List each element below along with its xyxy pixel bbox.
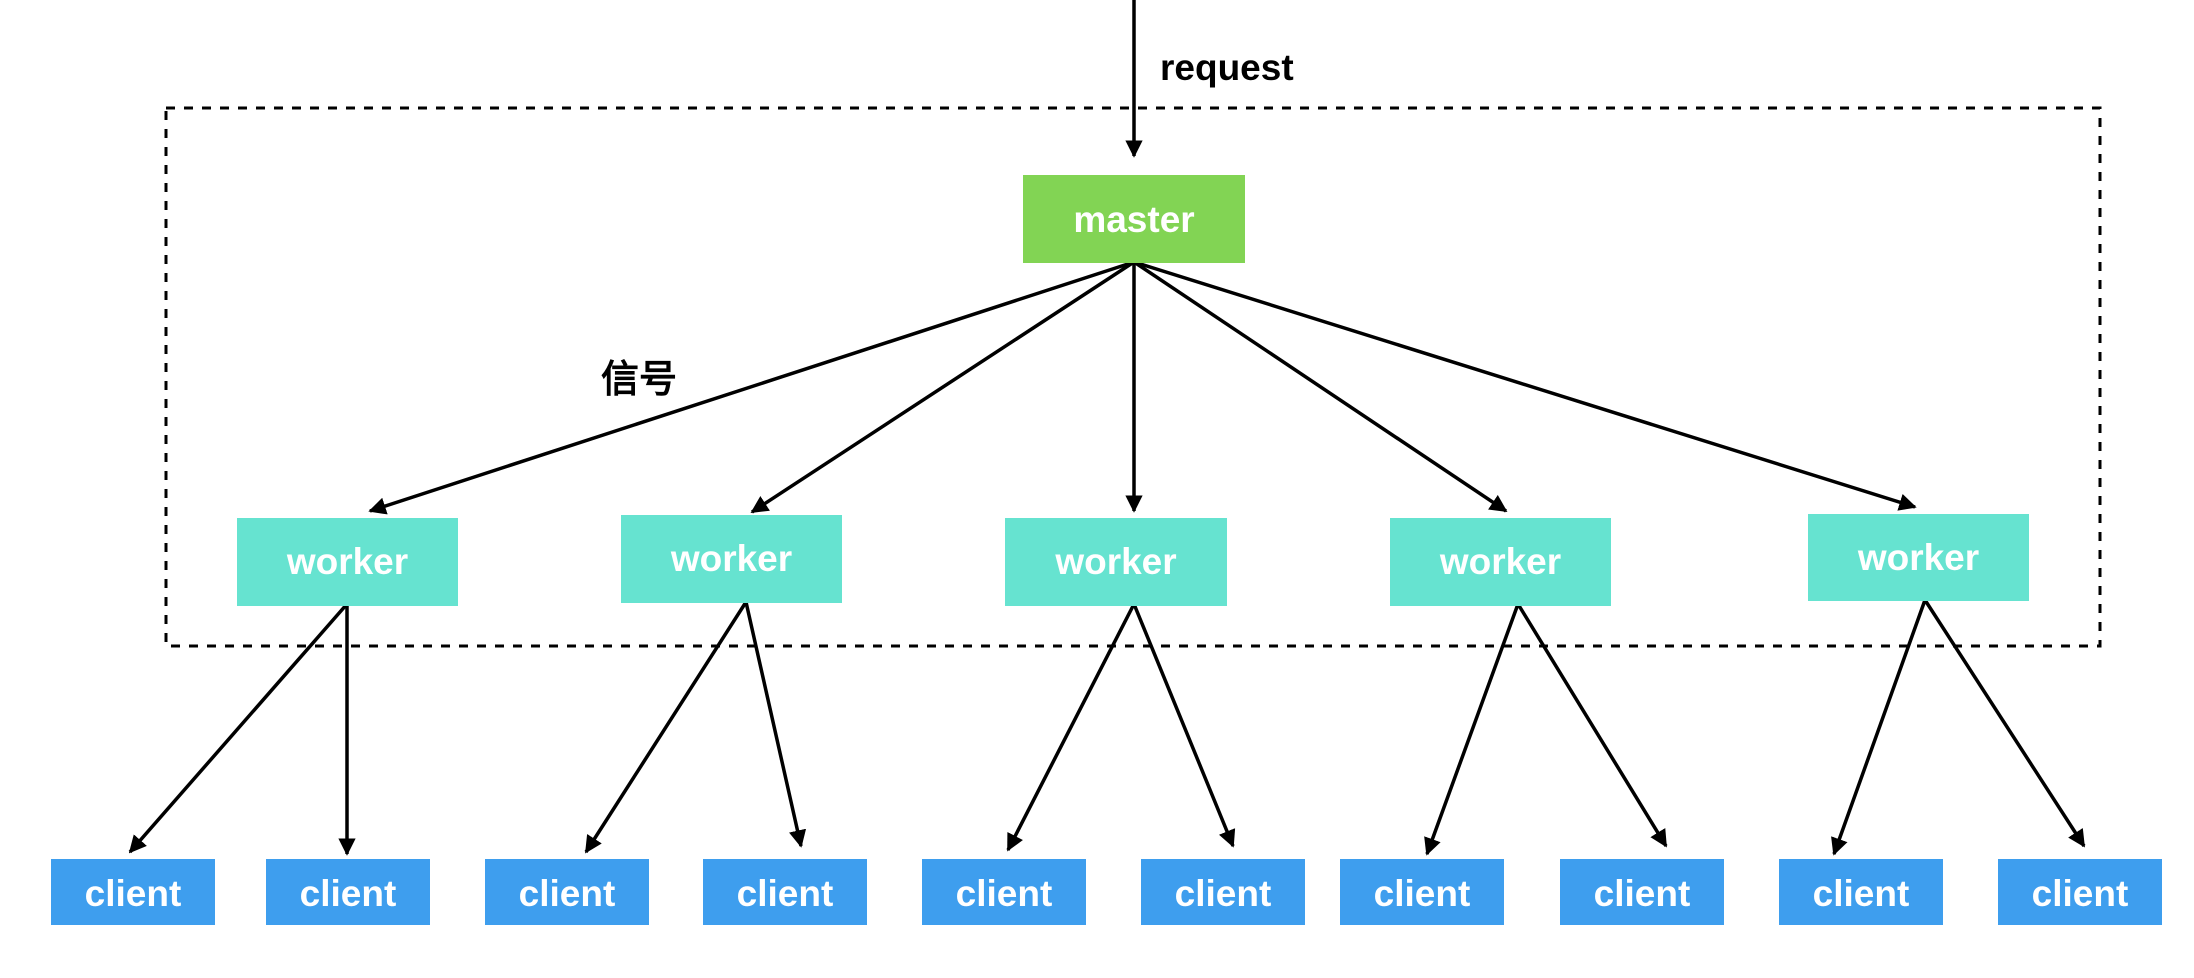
worker-node-3: worker	[1005, 518, 1227, 606]
client-node-10: client	[1998, 859, 2162, 925]
worker-node-4: worker	[1390, 518, 1611, 606]
client-box	[266, 859, 430, 925]
worker-client-arrow	[128, 602, 349, 854]
client-box	[1998, 859, 2162, 925]
worker-node-2: worker	[621, 515, 842, 603]
worker-label: worker	[670, 538, 792, 579]
signal-arrow-worker-5	[1133, 260, 1917, 511]
worker-box	[1808, 514, 2029, 601]
client-box	[922, 859, 1086, 925]
client-node-1: client	[51, 859, 215, 925]
client-box	[1560, 859, 1724, 925]
master-node: master	[1023, 175, 1245, 263]
client-label: client	[737, 873, 834, 914]
client-label: client	[85, 873, 182, 914]
worker-box	[1390, 518, 1611, 606]
worker-label: worker	[1439, 541, 1561, 582]
worker-client-arrow	[584, 601, 748, 854]
signal-arrow-worker-4	[1133, 260, 1508, 513]
signal-label: 信号	[601, 357, 677, 401]
worker-client-arrow	[1516, 603, 1668, 848]
edges-layer	[128, 0, 2086, 856]
worker-client-arrow	[744, 601, 807, 848]
worker-label: worker	[1857, 537, 1979, 578]
signal-arrow-worker-1	[368, 260, 1135, 515]
worker-box	[621, 515, 842, 603]
client-node-8: client	[1560, 859, 1724, 925]
worker-box	[237, 518, 458, 606]
worker-node-5: worker	[1808, 514, 2029, 601]
client-node-5: client	[922, 859, 1086, 925]
client-label: client	[1813, 873, 1910, 914]
worker-box	[1005, 518, 1227, 606]
client-label: client	[2032, 873, 2129, 914]
client-node-2: client	[266, 859, 430, 925]
worker-client-arrow	[1132, 603, 1236, 848]
client-label: client	[956, 873, 1053, 914]
client-label: client	[1175, 873, 1272, 914]
worker-client-arrow	[1424, 603, 1520, 856]
client-box	[1141, 859, 1305, 925]
master-worker-group-boundary	[164, 106, 2102, 648]
worker-label: worker	[1054, 541, 1176, 582]
client-node-3: client	[485, 859, 649, 925]
client-box	[1340, 859, 1504, 925]
client-node-9: client	[1779, 859, 1943, 925]
request-label: request	[1160, 47, 1294, 88]
client-node-6: client	[1141, 859, 1305, 925]
client-box	[1779, 859, 1943, 925]
client-box	[485, 859, 649, 925]
client-node-4: client	[703, 859, 867, 925]
worker-client-arrow	[1923, 599, 2086, 848]
client-label: client	[1594, 873, 1691, 914]
master-label: master	[1073, 199, 1194, 240]
worker-client-arrow	[1006, 603, 1136, 852]
client-label: client	[300, 873, 397, 914]
client-label: client	[1374, 873, 1471, 914]
client-label: client	[519, 873, 616, 914]
master-box	[1023, 175, 1245, 263]
client-box	[51, 859, 215, 925]
signal-arrow-worker-2	[750, 260, 1135, 514]
worker-label: worker	[286, 541, 408, 582]
worker-client-arrow	[1831, 599, 1927, 856]
client-node-7: client	[1340, 859, 1504, 925]
worker-node-1: worker	[237, 518, 458, 606]
client-box	[703, 859, 867, 925]
